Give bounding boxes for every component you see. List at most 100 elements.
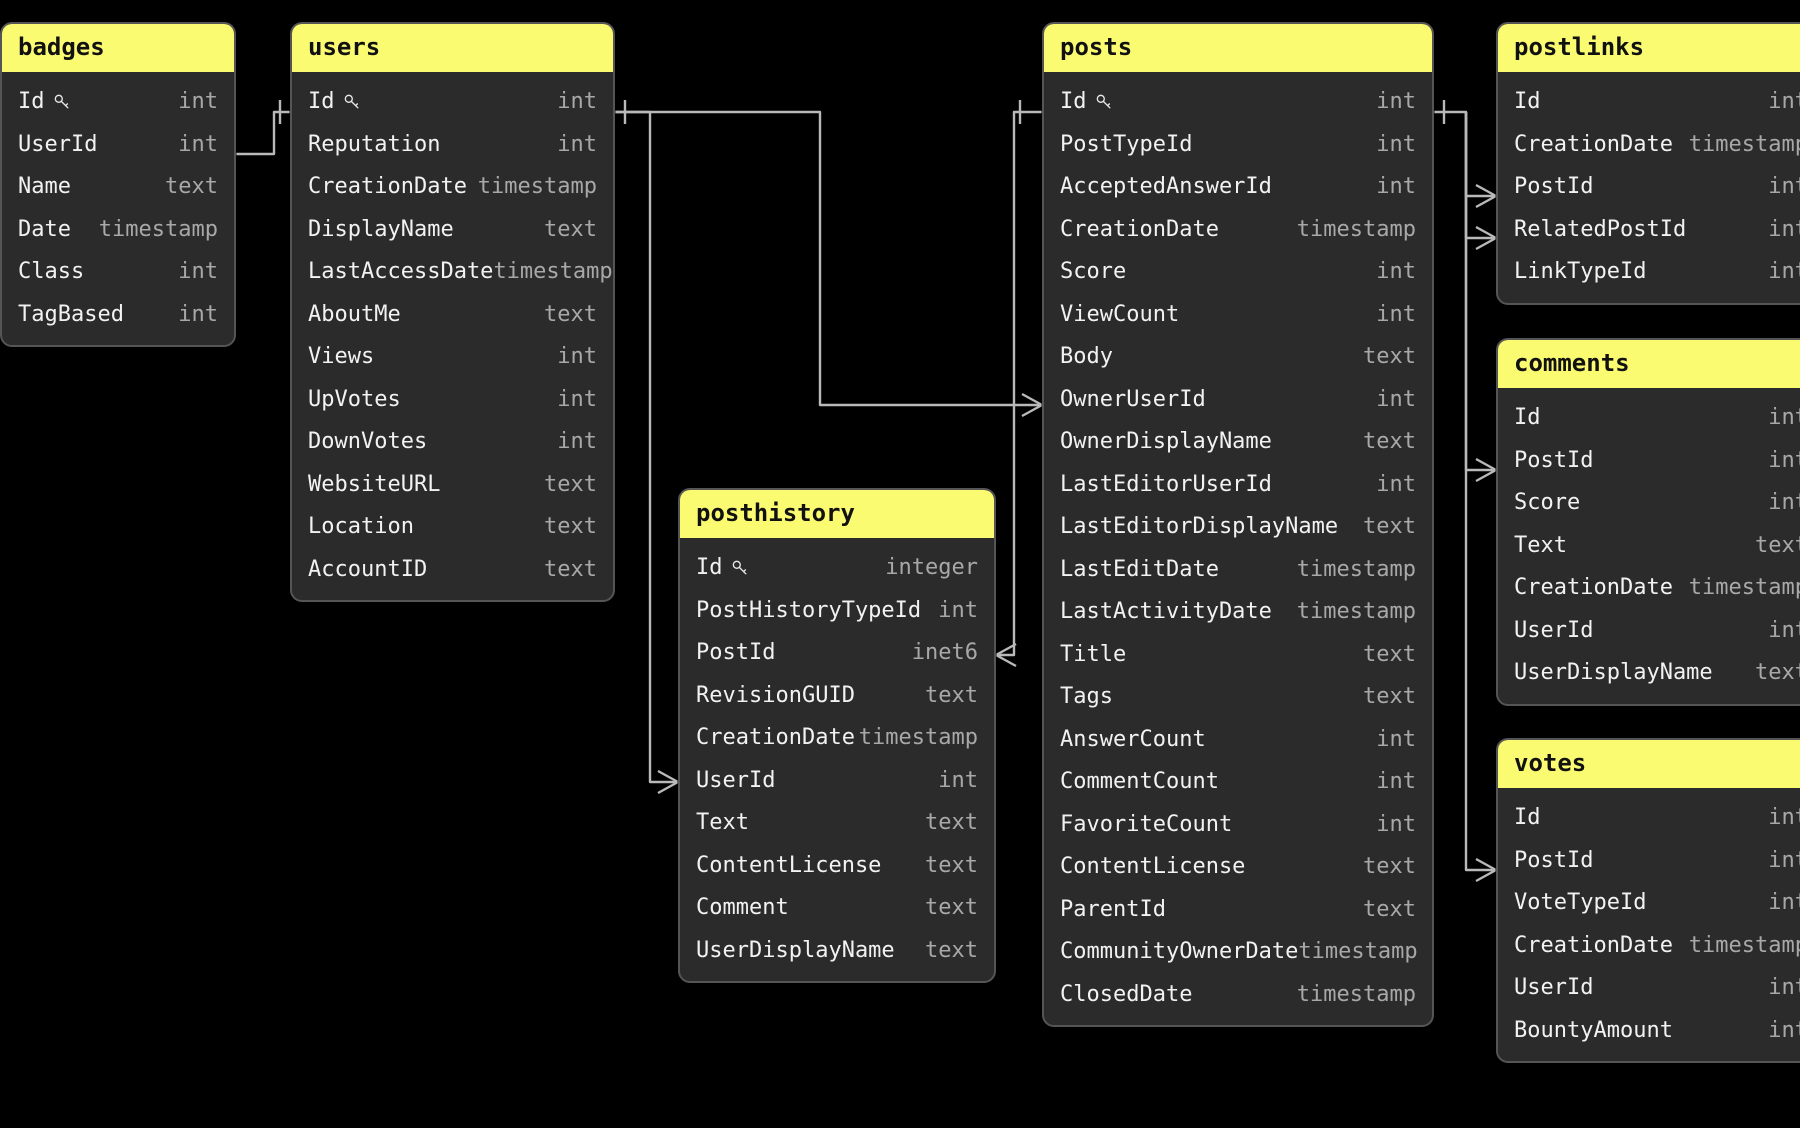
field-row[interactable]: RelatedPostIdint <box>1498 208 1800 251</box>
field-name: AccountID <box>308 556 428 582</box>
field-name: UpVotes <box>308 386 401 412</box>
field-type: int <box>557 131 597 157</box>
field-name: LastEditorUserId <box>1060 471 1272 497</box>
field-name: OwnerUserId <box>1060 386 1206 412</box>
field-name: CreationDate <box>1514 932 1673 958</box>
table-comments[interactable]: comments IdintPostIdintScoreintTexttextC… <box>1496 338 1800 706</box>
field-row[interactable]: VoteTypeIdint <box>1498 881 1800 924</box>
field-row[interactable]: PostIdint <box>1498 839 1800 882</box>
field-type: timestamp <box>1688 131 1800 157</box>
field-type: text <box>1755 660 1800 686</box>
table-postlinks[interactable]: postlinks IdintCreationDatetimestampPost… <box>1496 22 1800 305</box>
field-name: Id <box>1514 89 1541 115</box>
field-row[interactable]: PostIdint <box>1498 439 1800 482</box>
field-row[interactable]: PostIdint <box>1498 165 1800 208</box>
table-header-posthistory: posthistory <box>680 490 994 539</box>
connector-posts-comments-post <box>1464 112 1497 483</box>
field-type: int <box>557 89 597 115</box>
table-header-badges: badges <box>2 24 234 73</box>
field-type: int <box>1768 405 1800 431</box>
field-row[interactable]: Reputation int <box>292 123 613 166</box>
field-type: int <box>1768 447 1800 473</box>
field-row[interactable]: LinkTypeIdint <box>1498 250 1800 293</box>
field-type: timestamp <box>493 259 613 285</box>
field-type: int <box>178 131 218 157</box>
field-type: timestamp <box>98 216 218 242</box>
field-name: UserId <box>1514 975 1594 1001</box>
field-row[interactable]: BountyAmountint <box>1498 1009 1800 1052</box>
field-name: Tags <box>1060 684 1113 710</box>
table-header-users: users <box>292 24 613 73</box>
field-name: Reputation <box>308 131 441 157</box>
field-name: Date <box>18 216 71 242</box>
table-votes[interactable]: votes IdintPostIdintVoteTypeIdintCreatio… <box>1496 738 1800 1064</box>
field-row[interactable]: Date timestamp <box>2 208 234 251</box>
field-name: ViewCount <box>1060 301 1180 327</box>
field-type: timestamp <box>1296 216 1416 242</box>
